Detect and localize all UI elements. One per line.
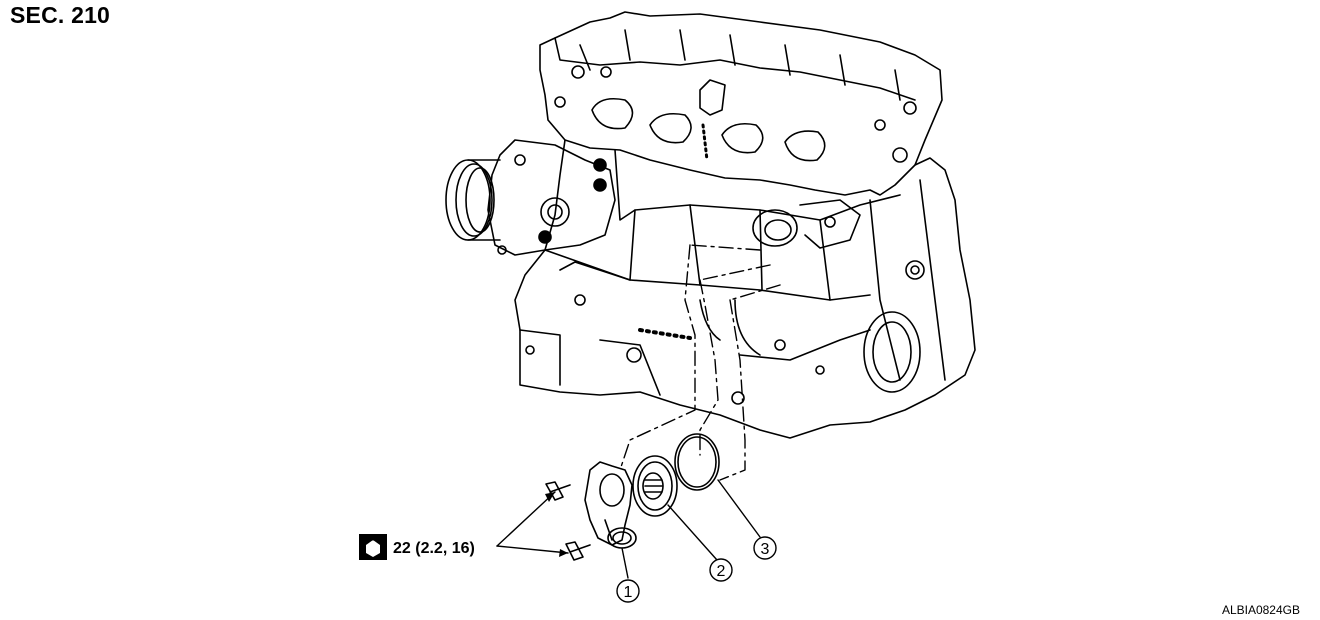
part-thermostat (632, 455, 678, 517)
callout-3: 3 (753, 536, 777, 560)
part-rubber-ring (674, 433, 720, 491)
assembly-guide-lines (619, 244, 781, 481)
callout-2-number: 2 (717, 563, 726, 580)
block-coolant-outlet (752, 209, 798, 247)
callout-3-number: 3 (761, 541, 770, 558)
part-water-inlet (584, 461, 637, 549)
torque-spec: 22 (2.2, 16) (359, 534, 475, 560)
callout-1: 1 (616, 579, 640, 603)
cylinder-block (514, 139, 976, 439)
water-pump-pulley (445, 139, 616, 256)
figure-id: ALBIA0824GB (1221, 603, 1300, 617)
mounting-bolts (545, 481, 591, 561)
callout-1-number: 1 (624, 584, 633, 601)
leader-lines (496, 479, 761, 579)
torque-spec-text: 22 (2.2, 16) (393, 540, 475, 557)
rear-oil-seal-housing (863, 311, 921, 393)
cylinder-head (539, 11, 943, 196)
engine-block (514, 11, 976, 439)
callout-2: 2 (709, 558, 733, 582)
section-title: SEC. 210 (10, 2, 111, 28)
